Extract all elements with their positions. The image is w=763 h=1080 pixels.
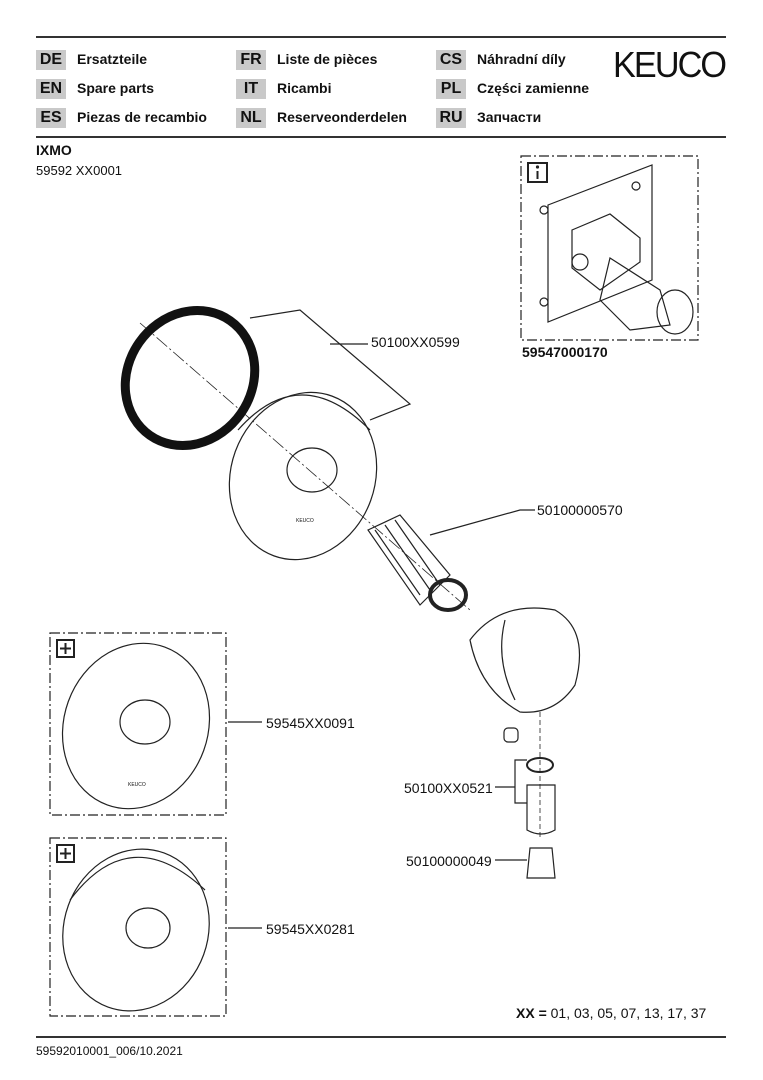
valve-body [571, 213, 641, 291]
handle [469, 607, 581, 713]
insert [526, 784, 556, 835]
cartridge [367, 514, 451, 606]
lang-label-cs: Náhradní díly [477, 51, 566, 67]
lang-code-it: IT [236, 79, 266, 99]
part-label-cartridge: 50100000570 [537, 502, 623, 518]
lang-label-es: Piezas de recambio [77, 109, 207, 125]
grub-screw [503, 727, 519, 743]
mounting-plate [547, 164, 653, 323]
lang-label-it: Ricambi [277, 80, 332, 96]
rosette-brand: KEUCO [296, 518, 314, 524]
part-label-rosette-option2: 59545XX0281 [266, 921, 355, 937]
top-divider [36, 36, 726, 38]
lang-label-nl: Reserveonderdelen [277, 109, 407, 125]
xx-note-key: XX = [516, 1005, 547, 1021]
header-divider [36, 136, 726, 138]
part-label-insert: 50100XX0521 [404, 780, 493, 796]
plus-box-icon [56, 844, 75, 863]
footer-divider [36, 1036, 726, 1038]
valve-part [526, 847, 556, 879]
product-number: 59592 XX0001 [36, 163, 123, 178]
xx-note: XX = 01, 03, 05, 07, 13, 17, 37 [516, 1005, 706, 1021]
product-name: IXMO [36, 142, 72, 158]
part-label-valve: 50100000049 [406, 853, 492, 869]
lang-label-fr: Liste de pièces [277, 51, 378, 67]
lang-code-cs: CS [436, 50, 466, 70]
rosette-option1-brand: KEUCO [128, 782, 146, 788]
plus-box-icon [56, 639, 75, 658]
part-label-seal: 50100XX0599 [371, 334, 460, 350]
lang-label-en: Spare parts [77, 80, 155, 96]
keuco-logo: KEUCO [613, 44, 727, 85]
lang-code-es: ES [36, 108, 66, 128]
seal-ring [120, 306, 260, 450]
info-box-frame [520, 155, 699, 341]
footer-doc-id: 59592010001_006/10.2021 [36, 1044, 183, 1058]
xx-note-values: 01, 03, 05, 07, 13, 17, 37 [550, 1005, 707, 1021]
lang-code-en: EN [36, 79, 66, 99]
info-part-number: 59547000170 [522, 344, 608, 360]
lang-code-ru: RU [436, 108, 466, 128]
lang-label-de: Ersatzteile [77, 51, 148, 67]
lang-label-pl: Części zamienne [477, 80, 590, 96]
lang-code-pl: PL [436, 79, 466, 99]
lang-code-fr: FR [236, 50, 266, 70]
lang-code-nl: NL [236, 108, 266, 128]
info-icon [527, 162, 548, 183]
part-label-rosette-option1: 59545XX0091 [266, 715, 355, 731]
lang-code-de: DE [36, 50, 66, 70]
rosette [228, 391, 378, 561]
lang-label-ru: Запчасти [477, 109, 542, 125]
